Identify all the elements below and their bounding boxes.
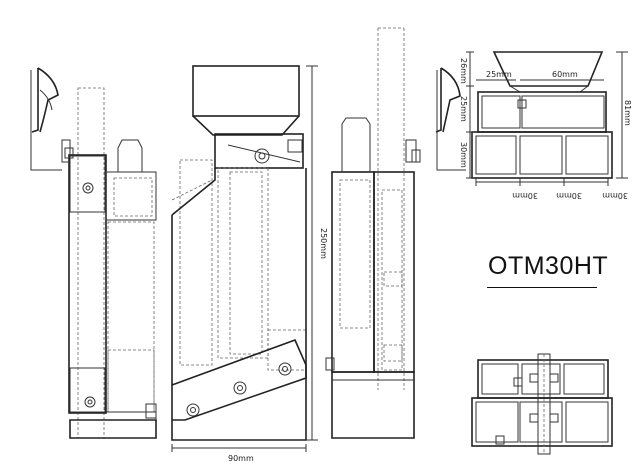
right-side-view	[325, 27, 421, 439]
dim-25mm-vertical: 25mm	[459, 96, 468, 122]
detail-view	[471, 353, 613, 455]
title-underline	[487, 287, 597, 288]
dim-25mm: 25mm	[486, 70, 512, 79]
height-dimension: 250mm	[319, 228, 328, 259]
left-side-view	[30, 67, 157, 439]
front-view: 250mm 90mm	[171, 65, 328, 463]
dim-30mm-a: 30mm	[512, 191, 538, 200]
dim-30mm-c: 30mm	[602, 191, 628, 200]
dim-60mm: 60mm	[552, 70, 578, 79]
dim-26mm: 26mm	[459, 58, 468, 84]
dim-30mm-vertical: 30mm	[459, 142, 468, 168]
dim-30mm-b: 30mm	[556, 191, 582, 200]
dim-81mm: 81mm	[623, 100, 632, 126]
top-view: 26mm 25mm 30mm 81mm 25mm 60mm 30mm 30mm …	[435, 51, 632, 200]
model-title: OTM30HT	[488, 252, 609, 280]
width-dimension: 90mm	[228, 454, 254, 463]
